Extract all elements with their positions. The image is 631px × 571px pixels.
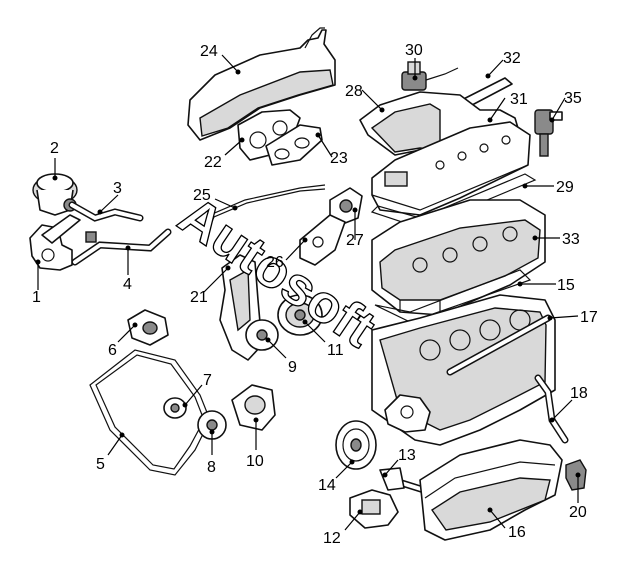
intake-manifold-upper [187, 27, 336, 141]
oil-pan [419, 439, 563, 541]
hose-3 [68, 201, 144, 222]
callout-10: 10 [246, 453, 264, 470]
callout-labels: 1 2 3 4 5 6 7 8 9 10 11 12 13 14 15 16 1… [32, 42, 598, 547]
tensioner-6 [127, 309, 169, 346]
callout-12: 12 [323, 530, 341, 547]
callout-28: 28 [345, 83, 363, 100]
callout-31: 32 [503, 50, 521, 67]
callout-20: 20 [569, 504, 587, 521]
callout-35: 35 [564, 90, 582, 107]
callout-16: 16 [508, 524, 526, 541]
bracket-26 [299, 214, 346, 266]
callout-27: 27 [346, 232, 364, 249]
callout-14: 14 [318, 477, 336, 494]
callout-7: 7 [203, 372, 212, 389]
callout-21: 21 [190, 289, 208, 306]
callout-3: 3 [113, 180, 122, 197]
callout-24: 24 [200, 43, 218, 60]
callout-32-alt: 31 [510, 91, 528, 108]
valve-cover [371, 121, 531, 216]
ignition-coil-35 [534, 109, 563, 157]
callout-30: 30 [405, 42, 423, 59]
callout-6: 6 [108, 342, 117, 359]
callout-17: 17 [580, 309, 598, 326]
callout-2: 2 [50, 140, 59, 157]
callout-25: 25 [193, 187, 211, 204]
head-gasket [374, 269, 532, 323]
hose-4 [71, 228, 172, 266]
callout-9: 9 [288, 359, 297, 376]
callout-11: 11 [327, 342, 344, 359]
tube-25 [199, 184, 326, 241]
callout-23: 23 [330, 150, 348, 167]
callout-18: 18 [570, 385, 588, 402]
egr-pipe-bracket [29, 214, 81, 271]
idler-7 [163, 397, 187, 419]
callout-33: 33 [562, 231, 580, 248]
intake-gasket [265, 124, 323, 166]
water-pump-10 [231, 384, 276, 431]
oil-pump [349, 489, 399, 529]
pulley-8 [197, 410, 227, 440]
coolant-hose-18 [534, 374, 569, 444]
sensor-30 [401, 61, 459, 91]
coolant-tube-17 [446, 314, 552, 376]
callout-4: 4 [123, 276, 132, 293]
callout-5: 5 [96, 456, 105, 473]
crank-pulley [335, 420, 377, 470]
callout-26: 26 [266, 254, 284, 271]
callout-15: 15 [557, 277, 575, 294]
callout-leaders [35, 54, 581, 531]
callout-1: 1 [32, 289, 41, 306]
callout-13: 13 [398, 447, 416, 464]
crank-seal-housing [384, 394, 431, 433]
cylinder-head [371, 199, 546, 316]
callout-22: 22 [204, 154, 222, 171]
serpentine-belt [89, 349, 211, 476]
callout-29: 29 [556, 179, 574, 196]
callout-8: 8 [207, 459, 216, 476]
